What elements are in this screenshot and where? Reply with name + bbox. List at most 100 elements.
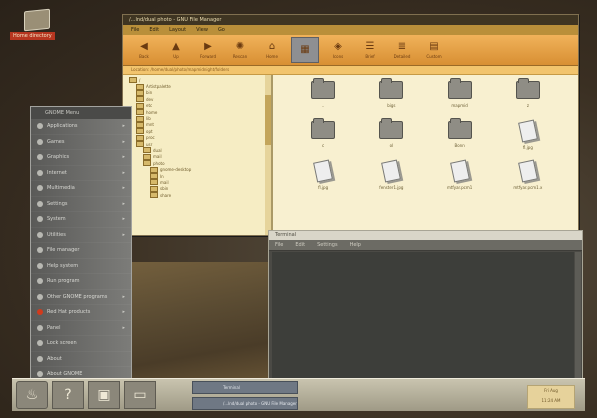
- file-label: Bonn: [454, 143, 465, 148]
- menu-item-label: Settings: [47, 200, 68, 207]
- tree-item[interactable]: ln: [129, 173, 269, 180]
- tree-item[interactable]: dual: [129, 147, 269, 154]
- rescan-button[interactable]: ✺Rescan: [232, 40, 248, 59]
- menu-item[interactable]: Games▸: [31, 135, 131, 150]
- menu-item[interactable]: About: [31, 352, 131, 367]
- tree-item[interactable]: mail: [129, 179, 269, 186]
- tree-item[interactable]: dev: [129, 96, 269, 103]
- tree-item[interactable]: mail: [129, 153, 269, 160]
- menu-edit[interactable]: Edit: [149, 27, 160, 33]
- file-label: fl.jpg: [318, 185, 329, 190]
- gnome-foot-menu-button[interactable]: ♨: [16, 381, 48, 409]
- menu-item[interactable]: Settings ▸: [31, 197, 131, 212]
- grid-icon: ▦: [300, 44, 310, 55]
- tree-item[interactable]: /: [129, 77, 269, 84]
- tree-item-label: etc: [146, 103, 153, 109]
- menu-item[interactable]: Red Hat products▸: [31, 305, 131, 321]
- detailed-view-button[interactable]: ≣Detailed: [393, 40, 411, 59]
- document-icon: [313, 159, 334, 183]
- tree-item[interactable]: bin: [129, 89, 269, 96]
- folder-icon: [447, 118, 472, 139]
- file-icon-item[interactable]: mapmid: [426, 78, 494, 121]
- back-button[interactable]: ◀Back: [139, 40, 149, 59]
- view-toggle-button[interactable]: ▦: [291, 37, 319, 63]
- custom-view-icon: ▤: [429, 40, 439, 52]
- tree-item[interactable]: gnome-desktop: [129, 166, 269, 173]
- terminal-icon: ▣: [97, 387, 111, 403]
- file-icon-item[interactable]: mtfyar.pcm1.x: [494, 159, 562, 201]
- tree-item-label: usr: [146, 141, 153, 147]
- custom-view-button[interactable]: ▤Custom: [426, 40, 442, 59]
- menu-item[interactable]: Applications▸: [31, 119, 131, 135]
- submenu-arrow-icon: ▸: [122, 216, 125, 223]
- file-icon-item[interactable]: z: [494, 78, 562, 121]
- tree-item[interactable]: proc: [129, 134, 269, 141]
- tree-scrollbar[interactable]: [265, 75, 271, 235]
- menu-go[interactable]: Go: [217, 27, 225, 33]
- menu-item[interactable]: Run program: [31, 274, 131, 290]
- file-icon-item[interactable]: ..: [289, 78, 357, 121]
- tree-item[interactable]: lib: [129, 115, 269, 122]
- terminal-menu-help[interactable]: Help: [349, 242, 361, 248]
- menu-item[interactable]: System▸: [31, 212, 131, 228]
- file-icon-item[interactable]: Bonn: [426, 118, 494, 161]
- submenu-arrow-icon: ▸: [122, 200, 125, 207]
- menu-item[interactable]: Internet▸: [31, 166, 131, 181]
- forward-arrow-icon: ▶: [204, 40, 212, 52]
- tree-item[interactable]: sbin: [129, 185, 269, 192]
- task-file-manager[interactable]: /...lnd/dual photo - GNU File Manager: [192, 396, 298, 410]
- menu-layout[interactable]: Layout: [169, 27, 187, 33]
- terminal-output[interactable]: [272, 252, 574, 386]
- terminal-menu-settings[interactable]: Settings: [317, 242, 338, 248]
- menu-item[interactable]: File manager: [31, 243, 131, 259]
- menu-item[interactable]: Panel▸: [31, 321, 131, 336]
- tree-item[interactable]: home: [129, 109, 269, 116]
- workspace-pager[interactable]: ▭: [124, 381, 156, 409]
- menu-item[interactable]: Graphics▸: [31, 150, 131, 166]
- menu-view[interactable]: View: [196, 27, 208, 33]
- tree-item[interactable]: share: [129, 192, 269, 199]
- menu-item[interactable]: Help system: [31, 259, 131, 274]
- tree-item[interactable]: mnt: [129, 121, 269, 128]
- menu-item[interactable]: Lock screen: [31, 336, 131, 352]
- menu-file[interactable]: File: [131, 27, 140, 33]
- location-bar[interactable]: Location: /home/dual/photo/mapmidnight/f…: [123, 66, 578, 75]
- file-icon-item[interactable]: fl.jpg: [289, 159, 357, 201]
- menu-item[interactable]: Other GNOME programs▸: [31, 290, 131, 305]
- back-arrow-icon: ◀: [140, 40, 148, 52]
- menu-item-icon: [37, 355, 43, 362]
- menu-header: GNOME Menu: [31, 107, 131, 119]
- submenu-arrow-icon: ▸: [122, 293, 125, 300]
- tree-item[interactable]: Artistpalette: [129, 83, 269, 90]
- file-icon-item[interactable]: bigs: [357, 78, 425, 121]
- file-icon-item[interactable]: fenster1.jpg: [357, 159, 425, 201]
- tree-item[interactable]: opt: [129, 128, 269, 135]
- terminal-menu-bar: File Edit Settings Help: [269, 240, 582, 251]
- forward-button[interactable]: ▶Forward: [199, 40, 217, 59]
- file-icon-item[interactable]: fl.jpg: [494, 119, 562, 161]
- help-icon: ?: [64, 387, 72, 403]
- home-button[interactable]: ⌂Home: [266, 40, 278, 59]
- terminal-menu-file[interactable]: File: [275, 242, 284, 248]
- file-icon-item[interactable]: ol: [357, 118, 425, 161]
- scroll-thumb[interactable]: [265, 95, 271, 145]
- menu-item[interactable]: Utilities▸: [31, 228, 131, 243]
- tree-item[interactable]: usr: [129, 141, 269, 148]
- brief-view-button[interactable]: ☰Brief: [365, 40, 375, 59]
- up-button[interactable]: ▲Up: [172, 40, 180, 59]
- terminal-launcher-button[interactable]: ▣: [88, 381, 120, 409]
- tree-item[interactable]: etc: [129, 102, 269, 109]
- help-button[interactable]: ?: [52, 381, 84, 409]
- icons-view-button[interactable]: ◈Icons: [332, 40, 344, 59]
- menu-item-icon: [37, 371, 43, 378]
- desktop-icon-home[interactable]: Home directory: [10, 8, 80, 40]
- file-icon-item[interactable]: mtfyar.pcm1: [426, 159, 494, 201]
- task-terminal[interactable]: Terminal: [192, 380, 298, 394]
- menu-item[interactable]: Multimedia▸: [31, 181, 131, 197]
- file-icon-item[interactable]: c: [289, 118, 357, 161]
- tree-item[interactable]: photo: [129, 160, 269, 167]
- terminal-menu-edit[interactable]: Edit: [295, 242, 306, 248]
- terminal-scrollbar[interactable]: [575, 252, 581, 386]
- menu-item-icon: [37, 247, 43, 254]
